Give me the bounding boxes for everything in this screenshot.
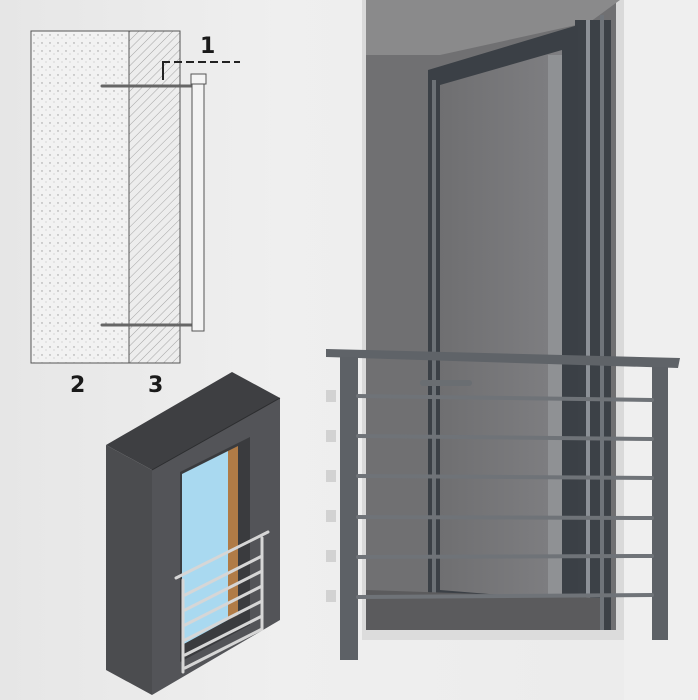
callout-label-3: 3 bbox=[148, 373, 164, 398]
isometric-model bbox=[106, 372, 281, 695]
callout-label-2: 2 bbox=[70, 373, 86, 398]
callout-label-1: 1 bbox=[200, 34, 216, 59]
railing-photo bbox=[326, 349, 680, 660]
cross-section-diagram bbox=[30, 30, 240, 364]
door-photo bbox=[362, 0, 626, 640]
